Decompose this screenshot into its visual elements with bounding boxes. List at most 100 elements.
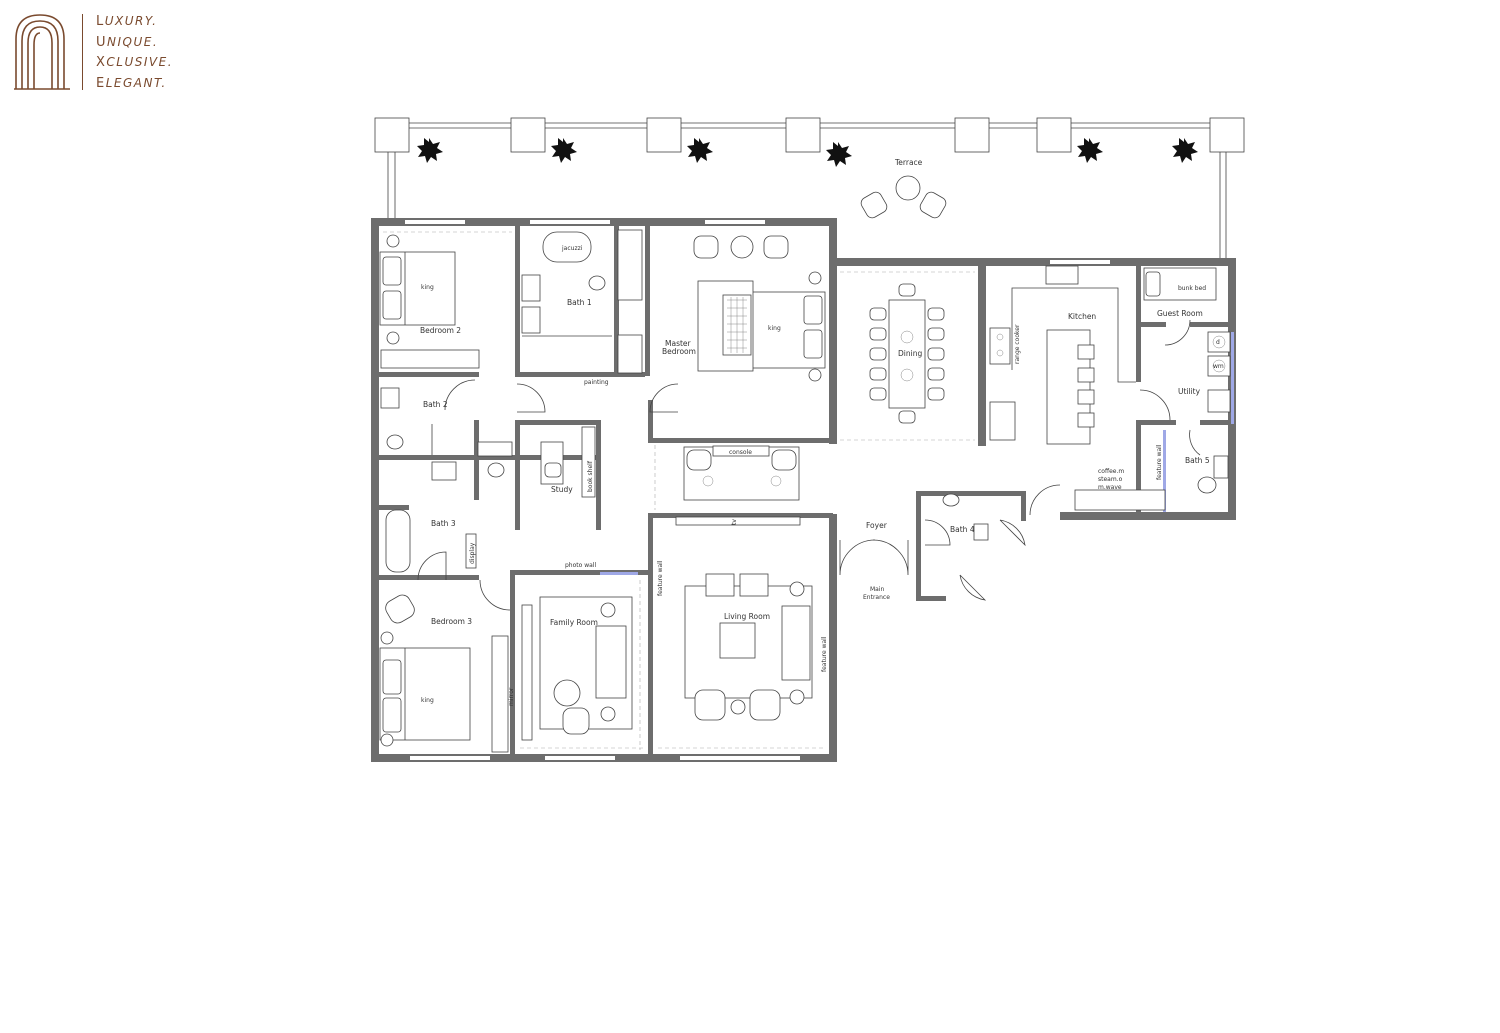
appliance-label-1: coffee.m bbox=[1098, 468, 1124, 475]
bar-stool-icon bbox=[1077, 412, 1095, 428]
terrace-pillar bbox=[954, 117, 990, 153]
sofa-icon bbox=[781, 605, 811, 681]
range-cooker-label: range cooker bbox=[1014, 324, 1021, 364]
pillow-icon bbox=[382, 290, 402, 320]
dining: Dining bbox=[869, 283, 945, 424]
dining-chair-icon bbox=[927, 387, 945, 401]
foyer: Foyer Main Entrance bbox=[863, 521, 946, 601]
console-table bbox=[712, 445, 770, 457]
lamp-icon bbox=[380, 733, 394, 747]
guest-room: bunk bed Guest Room bbox=[1143, 267, 1217, 318]
dryer-label: wm bbox=[1213, 363, 1224, 370]
lamp-icon bbox=[600, 602, 616, 618]
lamp-icon bbox=[600, 706, 616, 722]
sink-icon bbox=[521, 274, 541, 302]
pillow-icon bbox=[1145, 271, 1161, 297]
media-unit bbox=[521, 604, 533, 741]
master-bedroom: king Master Bedroom bbox=[662, 235, 826, 382]
appliance-label-3: m.wave bbox=[1098, 484, 1122, 491]
book-shelf bbox=[581, 426, 596, 498]
armchair-icon bbox=[763, 235, 789, 259]
room-label-bath-1: Bath 1 bbox=[567, 298, 592, 307]
coffee-table-icon bbox=[719, 622, 756, 659]
appliance-label-2: steam.o bbox=[1098, 476, 1123, 483]
lamp-icon bbox=[380, 631, 394, 645]
brand-line-xclusive: XCLUSIVE. bbox=[96, 55, 174, 70]
bar-stool-icon bbox=[1077, 344, 1095, 360]
room-label-dining: Dining bbox=[898, 349, 922, 358]
sink-icon bbox=[380, 387, 400, 409]
sink-icon bbox=[431, 461, 457, 481]
wardrobe bbox=[491, 635, 509, 753]
room-label-living-room: Living Room bbox=[724, 612, 770, 621]
bedroom-2: king Bedroom 2 bbox=[379, 234, 480, 369]
wardrobe bbox=[617, 334, 643, 374]
fridge-icon bbox=[989, 401, 1016, 441]
toilet-icon bbox=[942, 493, 960, 507]
feature-wall-label: feature wall bbox=[821, 636, 828, 672]
terrace-pillar bbox=[1036, 117, 1072, 153]
doors bbox=[417, 319, 1201, 611]
toilet-icon bbox=[487, 462, 505, 478]
dining-chair-icon bbox=[898, 283, 916, 297]
terrace-pillar bbox=[374, 117, 410, 153]
toilet-icon bbox=[1197, 476, 1217, 494]
armchair-icon bbox=[919, 191, 947, 219]
chair-icon bbox=[544, 462, 562, 478]
console-label: console bbox=[729, 449, 752, 456]
bathtub-icon bbox=[385, 509, 411, 573]
bar-stool-icon bbox=[1077, 389, 1095, 405]
room-label-master-2: Bedroom bbox=[662, 347, 696, 356]
pillow-icon bbox=[803, 295, 823, 325]
side-table-icon bbox=[730, 699, 746, 715]
dining-chair-icon bbox=[869, 307, 887, 321]
room-label-bedroom-3: Bedroom 3 bbox=[431, 617, 472, 626]
bed-label: king bbox=[768, 325, 781, 332]
display-niche bbox=[465, 533, 477, 569]
living-room: feature wall feature wall Living Room tv bbox=[657, 516, 828, 721]
terrace-pillar bbox=[646, 117, 682, 153]
coffee-table-icon bbox=[553, 679, 581, 707]
counter bbox=[1074, 489, 1166, 511]
lamp-icon bbox=[808, 368, 822, 382]
brand-divider bbox=[82, 14, 83, 90]
ottoman-icon bbox=[739, 573, 769, 597]
utility: d wm Utility bbox=[1178, 331, 1231, 413]
room-label-kitchen: Kitchen bbox=[1068, 312, 1096, 321]
room-label-utility: Utility bbox=[1178, 387, 1201, 396]
bath-2: Bath 2 bbox=[380, 387, 513, 457]
armchair-icon bbox=[694, 689, 726, 721]
brand-line-elegant: ELEGANT. bbox=[96, 76, 167, 91]
wardrobe bbox=[380, 349, 480, 369]
armchair-icon bbox=[693, 235, 719, 259]
pillow-icon bbox=[382, 256, 402, 286]
bunk-bed-label: bunk bed bbox=[1178, 285, 1206, 292]
feature-wall-label: feature wall bbox=[657, 560, 664, 596]
room-label-master-1: Master bbox=[665, 339, 692, 348]
armchair-icon bbox=[562, 707, 590, 735]
pillow-icon bbox=[803, 329, 823, 359]
room-label-family-room: Family Room bbox=[550, 618, 598, 627]
lamp-icon bbox=[789, 689, 805, 705]
plant-icon bbox=[687, 138, 713, 163]
plant-icon bbox=[826, 142, 852, 167]
plant-icon bbox=[417, 138, 443, 163]
shower-icon bbox=[477, 441, 513, 457]
dining-table bbox=[888, 299, 926, 409]
ottoman-icon bbox=[705, 573, 735, 597]
bed-label: king bbox=[421, 284, 434, 291]
bedroom-3: mirror king Bedroom 3 bbox=[379, 594, 515, 753]
washer-label: d bbox=[1216, 339, 1220, 346]
terrace-pillar bbox=[510, 117, 546, 153]
bar-stool-icon bbox=[1077, 367, 1095, 383]
hallway-console: console bbox=[683, 445, 800, 501]
mirror-label: mirror bbox=[508, 687, 515, 706]
tv-unit bbox=[675, 516, 801, 526]
sink-icon bbox=[973, 523, 989, 541]
interior-walls bbox=[379, 226, 1230, 760]
brand-line-unique: UNIQUE. bbox=[96, 35, 159, 50]
pillow-icon bbox=[382, 659, 402, 695]
room-label-foyer: Foyer bbox=[866, 521, 888, 530]
brand-logo bbox=[14, 13, 72, 91]
